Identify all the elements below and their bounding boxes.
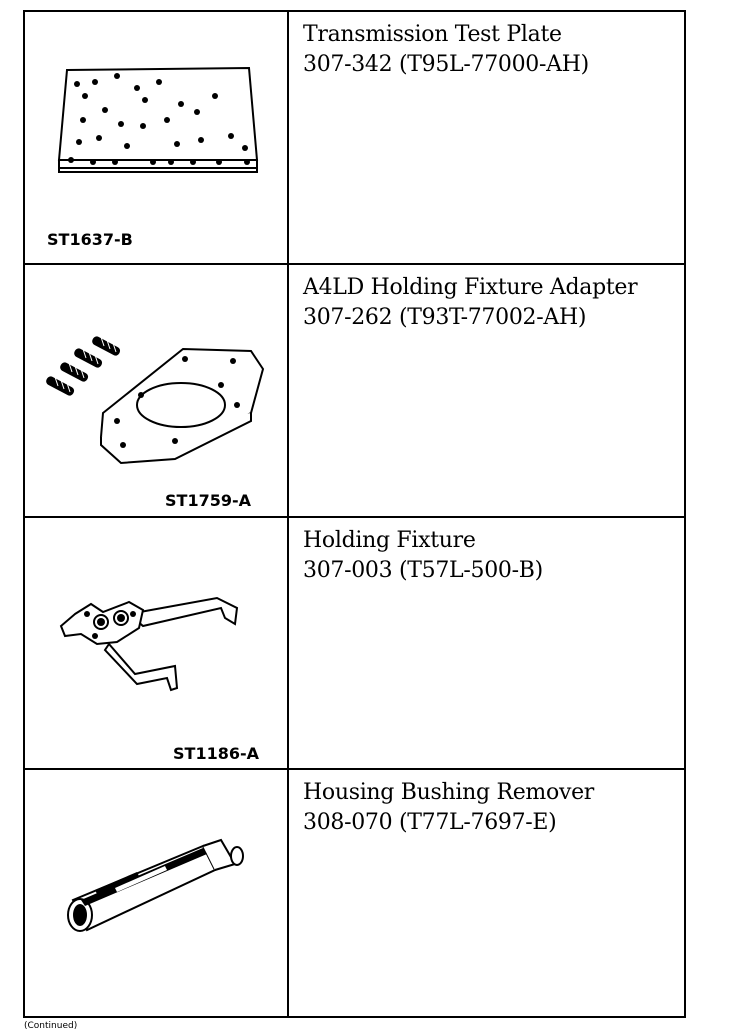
continued-note: (Continued) bbox=[24, 1021, 78, 1031]
tool-description: Transmission Test Plate 307-342 (T95L-77… bbox=[289, 12, 684, 263]
image-code-label: ST1759-A bbox=[165, 491, 251, 510]
tool-number: 307-262 (T93T-77002-AH) bbox=[303, 305, 587, 330]
holding-fixture-illustration bbox=[59, 596, 239, 692]
tool-number: 307-003 (T57L-500-B) bbox=[303, 558, 543, 583]
tool-number: 308-070 (T77L-7697-E) bbox=[303, 810, 557, 835]
tool-name: Transmission Test Plate bbox=[303, 22, 562, 47]
tool-row: Housing Bushing Remover 308-070 (T77L-76… bbox=[25, 770, 684, 1016]
bushing-remover-illustration bbox=[67, 838, 244, 932]
tool-name: Housing Bushing Remover bbox=[303, 780, 595, 805]
special-tools-table: ST1637-B Transmission Test Plate 307-342… bbox=[23, 10, 686, 1018]
tool-description: Housing Bushing Remover 308-070 (T77L-76… bbox=[289, 770, 684, 1016]
tool-name: A4LD Holding Fixture Adapter bbox=[303, 275, 638, 300]
tool-row: ST1759-A A4LD Holding Fixture Adapter 30… bbox=[25, 265, 684, 518]
image-code-label: ST1637-B bbox=[47, 230, 133, 249]
tool-row: ST1186-A Holding Fixture 307-003 (T57L-5… bbox=[25, 518, 684, 770]
tool-row: ST1637-B Transmission Test Plate 307-342… bbox=[25, 12, 684, 265]
tool-illustration-cell: ST1637-B bbox=[25, 12, 289, 263]
tool-description: A4LD Holding Fixture Adapter 307-262 (T9… bbox=[289, 265, 684, 516]
tool-number: 307-342 (T95L-77000-AH) bbox=[303, 52, 589, 77]
tool-illustration-cell bbox=[25, 770, 289, 1016]
fixture-adapter-illustration bbox=[46, 336, 265, 465]
test-plate-illustration bbox=[57, 66, 259, 173]
tool-illustration-cell: ST1759-A bbox=[25, 265, 289, 516]
image-code-label: ST1186-A bbox=[173, 744, 259, 763]
tool-illustration-cell: ST1186-A bbox=[25, 518, 289, 768]
tool-name: Holding Fixture bbox=[303, 528, 476, 553]
tool-description: Holding Fixture 307-003 (T57L-500-B) bbox=[289, 518, 684, 768]
